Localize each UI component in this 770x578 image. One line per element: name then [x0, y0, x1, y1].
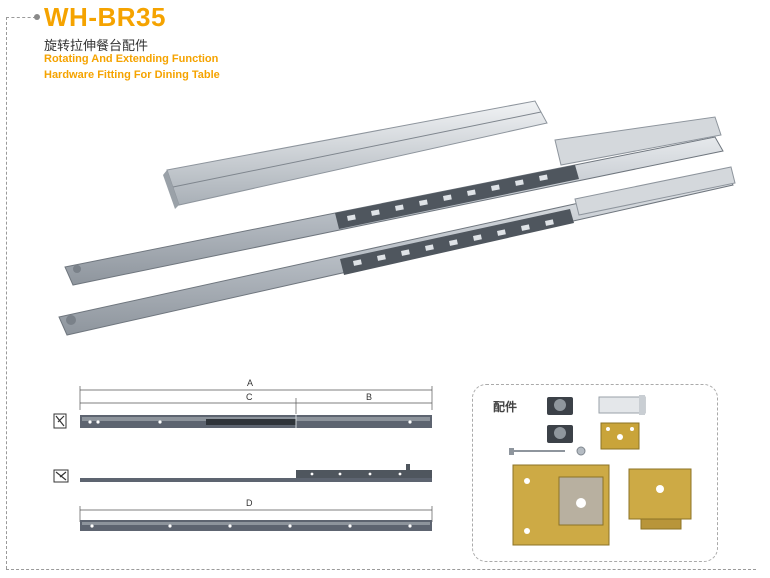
telescopic-slide-2	[58, 166, 736, 336]
dimension-label-b: B	[366, 392, 372, 402]
dimension-c	[80, 398, 297, 414]
accessories-photos	[509, 395, 692, 546]
brass-plate-large	[512, 464, 610, 546]
l-bracket	[598, 395, 646, 415]
product-photo	[58, 100, 736, 336]
frame-dot	[34, 14, 40, 20]
accessories-title: 配件	[493, 400, 518, 414]
rail-end-icon-2	[53, 469, 69, 483]
brass-bracket	[628, 468, 692, 530]
title-chinese: 旋转拉伸餐台配件	[44, 38, 149, 53]
roller-bracket-1	[547, 397, 573, 415]
accessories-panel: 配件	[472, 384, 718, 562]
title-english-line1: Rotating And Extending Function	[44, 53, 219, 65]
technical-drawing: A C B D	[53, 378, 433, 531]
dimension-d	[79, 506, 433, 522]
drawing-rail-extended	[80, 415, 432, 428]
roller-bracket-2	[547, 425, 573, 443]
drawing-rail-side	[80, 464, 432, 482]
frame-left	[6, 17, 7, 569]
drawing-rail-closed	[80, 520, 432, 531]
dimension-a	[79, 386, 433, 410]
title-english-line2: Hardware Fitting For Dining Table	[44, 69, 220, 81]
frame-bottom	[6, 569, 756, 570]
dimension-label-a: A	[247, 378, 253, 388]
dimension-label-c: C	[246, 392, 253, 402]
frame-top	[6, 17, 36, 18]
telescopic-slide-1	[64, 116, 724, 286]
dimension-label-d: D	[246, 498, 253, 508]
bolt	[509, 448, 565, 455]
nut	[576, 446, 586, 456]
model-number: WH-BR35	[44, 2, 166, 32]
brass-plate-small	[600, 422, 640, 450]
rail-end-icon-1	[53, 413, 67, 429]
channel-rail	[163, 100, 548, 209]
